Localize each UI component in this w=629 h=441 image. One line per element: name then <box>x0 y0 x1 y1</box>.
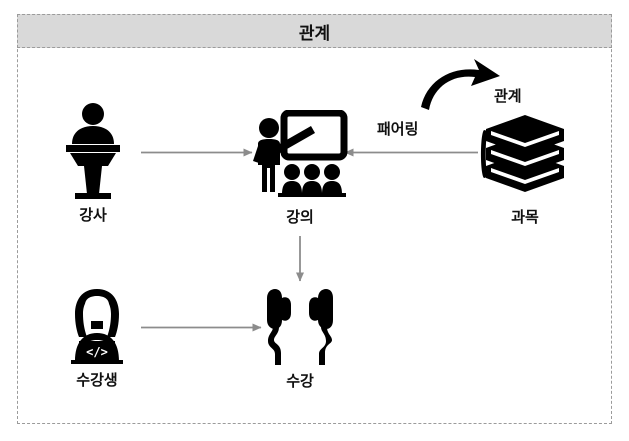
books-stack-icon <box>481 115 564 192</box>
svg-text:</>: </> <box>86 345 108 359</box>
node-subject-label: 과목 <box>511 209 539 226</box>
node-lecturer-label: 강사 <box>79 207 107 224</box>
podium-speaker-icon <box>66 103 120 199</box>
lecture-whiteboard-audience-icon <box>253 110 348 197</box>
node-enrollment-label: 수강 <box>286 373 314 390</box>
node-lecture-label: 강의 <box>286 209 314 226</box>
page-title: 관계 <box>298 23 331 43</box>
node-student[interactable]: </> 수강생 <box>57 287 137 390</box>
annotation-pairing-label: 패어링 <box>377 121 419 138</box>
node-lecturer[interactable]: 강사 <box>53 100 133 225</box>
student-laptop-code-icon: </> <box>71 289 123 364</box>
node-lecture[interactable]: 강의 <box>250 110 350 227</box>
earphones-icon <box>267 289 333 365</box>
node-subject[interactable]: 과목 <box>478 108 572 227</box>
annotation-relation-label: 관계 <box>494 88 522 105</box>
diagram-header: 관계 <box>17 14 612 48</box>
node-enrollment[interactable]: 수강 <box>262 288 338 391</box>
node-student-label: 수강생 <box>76 372 118 389</box>
